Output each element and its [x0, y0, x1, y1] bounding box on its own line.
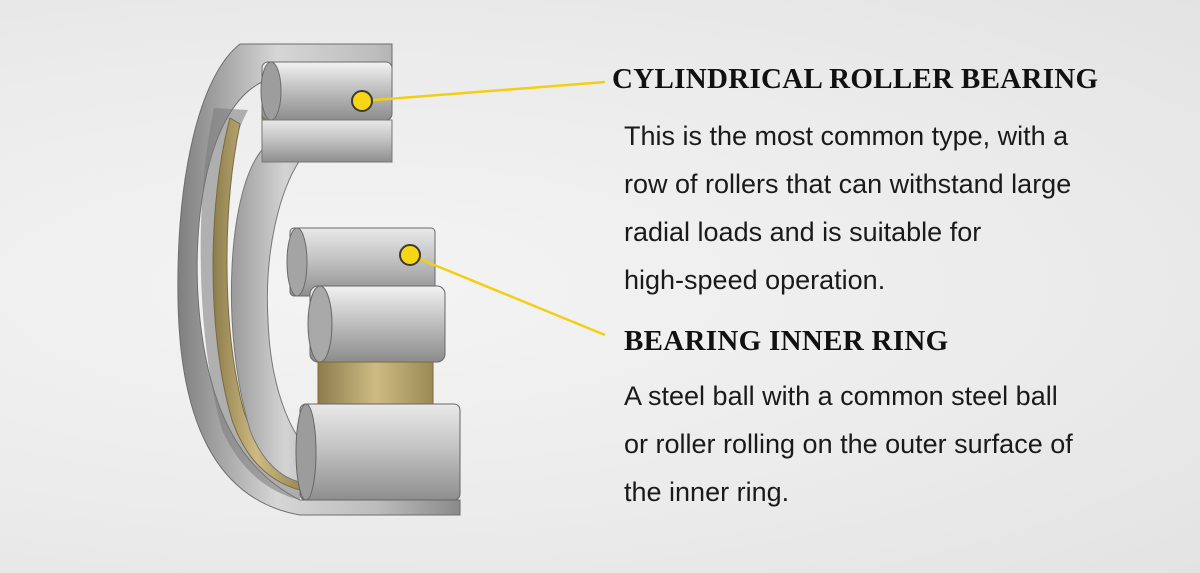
callout-line: the inner ring. [624, 477, 790, 507]
callout-line: A steel ball with a common steel ball [624, 381, 1058, 411]
leader-line-roller [361, 80, 606, 103]
callout-heading-inner-ring: BEARING INNER RING [624, 325, 949, 357]
lower-rollers [295, 285, 461, 501]
callout-text-inner-ring: A steel ball with a common steel ball or… [624, 372, 1144, 516]
marker-inner-ring [399, 244, 421, 266]
leader-line-inner-ring [409, 253, 606, 337]
callout-text-roller: This is the most common type, with a row… [624, 112, 1144, 304]
outer-ring [177, 43, 461, 516]
callout-heading-roller: CYLINDRICAL ROLLER BEARING [612, 63, 1099, 95]
callout-line: high-speed operation. [624, 265, 886, 295]
callout-line: or roller rolling on the outer surface o… [624, 429, 1073, 459]
callout-line: row of rollers that can withstand large [624, 169, 1072, 199]
upper-roller [260, 61, 393, 163]
callout-line: This is the most common type, with a [624, 121, 1069, 151]
marker-roller [351, 90, 373, 112]
callout-line: radial loads and is suitable for [624, 217, 982, 247]
